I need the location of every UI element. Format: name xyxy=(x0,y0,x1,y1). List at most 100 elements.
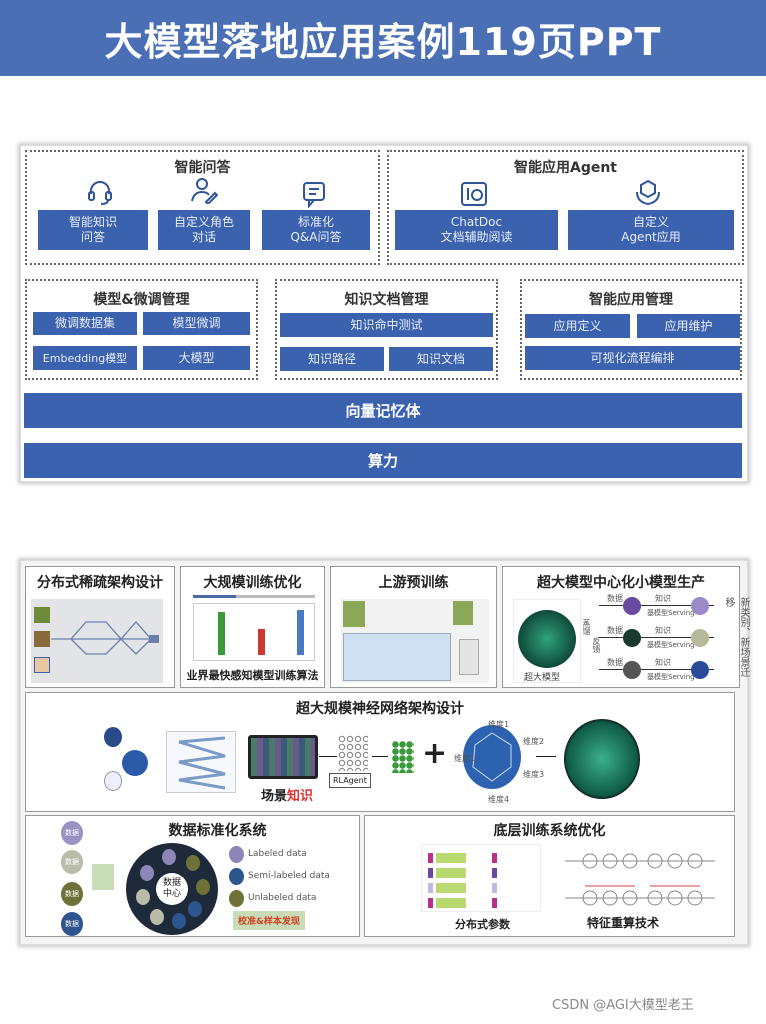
knowledge-label: 知识 xyxy=(287,789,314,804)
plus-icon: + xyxy=(422,736,448,771)
cube-hand-icon xyxy=(636,179,660,206)
encoder-block xyxy=(343,633,451,681)
doc-mgmt-title: 知识文档管理 xyxy=(344,292,429,308)
central-model-title: 超大模型中心化小模型生产 xyxy=(537,575,705,591)
pretrain-panel: 上游预训练 xyxy=(330,566,497,688)
data-label: 数据 xyxy=(607,594,623,603)
app-mgmt-maintain: 应用维护 xyxy=(637,314,740,338)
big-model-box: 超大模型 xyxy=(513,599,581,683)
image-grid xyxy=(343,601,365,627)
qa-title: 智能问答 xyxy=(174,160,231,176)
data-label: 数据 xyxy=(607,626,623,635)
data-source-node: 数据 xyxy=(61,912,83,936)
knowledge-label: 知识 xyxy=(655,658,671,667)
feedback-label: 反馈 xyxy=(592,637,601,653)
scene-monitor xyxy=(248,735,318,779)
serving-label: 基模型Serving xyxy=(647,673,695,681)
output-node xyxy=(691,661,709,679)
network-sphere-icon xyxy=(564,719,640,799)
pretrain-architecture-image xyxy=(341,599,489,683)
arrow xyxy=(372,756,388,757)
agent-title: 智能应用Agent xyxy=(513,160,617,176)
small-model-node xyxy=(623,597,641,615)
training-opt-title: 大规模训练优化 xyxy=(203,575,302,591)
legend-labeled: Labeled data xyxy=(248,849,307,859)
param-memory-chart xyxy=(421,844,541,912)
app-mgmt-title: 智能应用管理 xyxy=(589,292,673,308)
legend-swatch-semi xyxy=(229,868,244,885)
caption-distributed-params: 分布式参数 xyxy=(455,918,510,931)
dim-label: 维度1 xyxy=(454,754,476,763)
model-mgmt-title: 模型&微调管理 xyxy=(93,292,190,308)
doc-mgmt-docs: 知识文档 xyxy=(389,347,493,371)
serving-label: 基模型Serving xyxy=(647,641,695,649)
dim-1: 维度1 xyxy=(488,720,510,729)
central-model-panel: 超大模型中心化小模型生产 超大模型 蒸馏 反馈 数据 知识 基模型Serving… xyxy=(502,566,749,688)
legend-swatch-unlabeled xyxy=(229,890,244,907)
progress-track xyxy=(193,595,315,598)
sparse-graph-image xyxy=(31,599,163,683)
banner-title: 大模型落地应用案例119页PPT xyxy=(0,0,766,76)
data-dot xyxy=(140,865,154,881)
model-mgmt-llm: 大模型 xyxy=(143,346,250,370)
agent-group: 智能应用Agent xyxy=(387,150,744,265)
compute-bar: 算力 xyxy=(24,443,742,478)
qa-item-role: 自定义角色 对话 xyxy=(158,210,250,250)
scene-label: 场景 xyxy=(261,789,288,804)
sparse-arch-title: 分布式稀疏架构设计 xyxy=(37,575,163,591)
data-dot xyxy=(150,909,164,925)
dim-4: 维度4 xyxy=(488,795,510,804)
dim-2: 维度2 xyxy=(523,737,545,746)
data-dot xyxy=(162,849,176,865)
neuron-grid-icon xyxy=(338,735,368,771)
side-text: 新类别、新场景迁移 xyxy=(723,597,749,677)
data-dot xyxy=(196,879,210,895)
data-source-node: 数据 xyxy=(61,850,83,874)
sparse-arch-panel: 分布式稀疏架构设计 xyxy=(25,566,175,688)
arrow xyxy=(319,756,337,757)
watermark: CSDN @AGI大模型老王 xyxy=(552,998,694,1013)
small-model-row: 数据 知识 基模型Serving xyxy=(599,625,719,657)
app-mgmt-visual-flow: 可视化流程编排 xyxy=(525,346,740,370)
robot-doc-icon xyxy=(461,182,487,206)
bar-blue xyxy=(297,610,304,655)
rlagent-label: RLAgent xyxy=(329,773,371,788)
data-source-node: 数据 xyxy=(61,821,83,845)
nas-title: 超大规模神经网络架构设计 xyxy=(296,701,464,717)
data-std-title: 数据标准化系统 xyxy=(168,823,267,839)
dim-3: 维度3 xyxy=(523,770,545,779)
data-source-node: 数据 xyxy=(61,882,83,906)
legend-unlabeled: Unlabeled data xyxy=(248,893,317,903)
output-node xyxy=(691,597,709,615)
doc-mgmt-hit-test: 知识命中测试 xyxy=(280,313,493,337)
doc-mgmt-path: 知识路径 xyxy=(280,347,384,371)
scene-knowledge-label: 场景知识 xyxy=(261,785,313,804)
image-thumb xyxy=(34,631,50,647)
model-mgmt-embedding: Embedding模型 xyxy=(33,346,137,370)
recompute-chain-diagram xyxy=(565,853,715,906)
output-node xyxy=(691,629,709,647)
bar-red xyxy=(258,629,265,655)
caption-feature-recompute: 特征重算技术 xyxy=(587,916,660,930)
data-dot xyxy=(188,901,202,917)
image-grid xyxy=(453,601,473,625)
pretrain-title: 上游预训练 xyxy=(378,575,449,591)
network-sphere-icon xyxy=(518,610,576,668)
legend-swatch-labeled xyxy=(229,846,244,863)
head-icon xyxy=(104,727,122,747)
headset-icon xyxy=(88,181,112,205)
low-train-title: 底层训练系统优化 xyxy=(493,823,606,839)
network-icon xyxy=(392,741,414,773)
radar-chart xyxy=(463,725,521,789)
chat-icon xyxy=(303,182,325,208)
speed-bar-chart xyxy=(193,603,315,661)
arrow xyxy=(536,756,556,757)
qa-item-standard: 标准化 Q&A问答 xyxy=(262,210,370,250)
data-dot xyxy=(186,855,200,871)
mapping-diagram xyxy=(166,731,236,793)
model-mgmt-finetune: 模型微调 xyxy=(143,312,250,335)
big-model-label: 超大模型 xyxy=(524,673,561,683)
qa-item-knowledge: 智能知识 问答 xyxy=(38,210,148,250)
data-std-panel: 数据标准化系统 数据 数据 数据 数据 数据 中心 Labeled data S… xyxy=(25,815,360,937)
data-dot xyxy=(136,889,150,905)
